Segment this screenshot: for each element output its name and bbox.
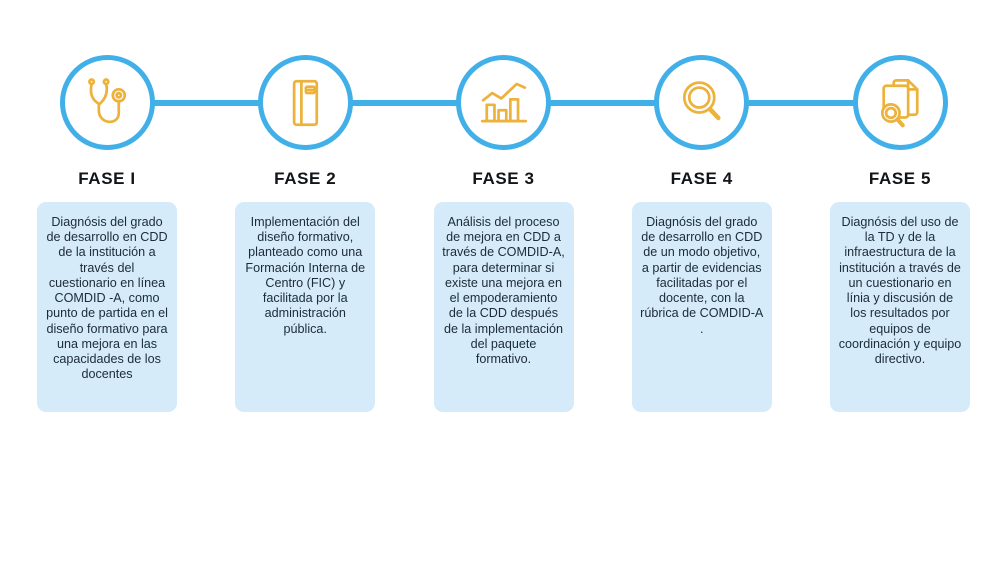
phase-2-description: Implementación del diseño formativo, pla… bbox=[245, 215, 366, 336]
phase-column-3: FASE 3 Análisis del proceso de mejora en… bbox=[433, 55, 574, 412]
bar-chart-icon bbox=[480, 82, 527, 122]
phase-1-label: FASE I bbox=[78, 169, 136, 188]
phase-2-label: FASE 2 bbox=[274, 169, 337, 188]
phase-1-circle bbox=[59, 55, 155, 150]
stethoscope-icon bbox=[88, 77, 127, 123]
phase-column-5: FASE 5 Diagnósis del uso de la TD y de l… bbox=[830, 55, 970, 412]
phase-1-description: Diagnósis del grado de desarrollo en CDD… bbox=[46, 215, 168, 382]
notebook-icon bbox=[293, 79, 319, 126]
phase-3-description: Análisis del proceso de mejora en CDD a … bbox=[442, 215, 565, 367]
phase-3-circle bbox=[456, 55, 551, 150]
phase-4-circle bbox=[654, 55, 750, 150]
phase-5-description-box: Diagnósis del uso de la TD y de la infra… bbox=[830, 202, 970, 412]
phase-column-2: FASE 2 Implementación del diseño formati… bbox=[235, 55, 376, 412]
phase-4-label: FASE 4 bbox=[670, 169, 733, 188]
phase-5-description: Diagnósis del uso de la TD y de la infra… bbox=[838, 215, 962, 367]
document-search-icon bbox=[880, 78, 919, 127]
phase-column-4: FASE 4 Diagnósis del grado de desarrollo… bbox=[631, 55, 772, 412]
phase-2-description-box: Implementación del diseño formativo, pla… bbox=[235, 202, 376, 412]
phase-column-1: FASE I Diagnósis del grado de desarrollo… bbox=[37, 55, 177, 412]
phase-3-label: FASE 3 bbox=[472, 169, 535, 188]
phase-1-description-box: Diagnósis del grado de desarrollo en CDD… bbox=[37, 202, 177, 412]
phase-4-description-box: Diagnósis del grado de desarrollo en CDD… bbox=[631, 202, 772, 412]
magnifier-icon bbox=[682, 80, 721, 120]
phase-columns: FASE I Diagnósis del grado de desarrollo… bbox=[0, 55, 1000, 412]
phase-5-circle bbox=[852, 55, 948, 150]
phase-3-description-box: Análisis del proceso de mejora en CDD a … bbox=[433, 202, 574, 412]
phase-5-label: FASE 5 bbox=[868, 169, 932, 188]
phase-4-description: Diagnósis del grado de desarrollo en CDD… bbox=[640, 215, 764, 336]
phase-2-circle bbox=[257, 55, 353, 150]
